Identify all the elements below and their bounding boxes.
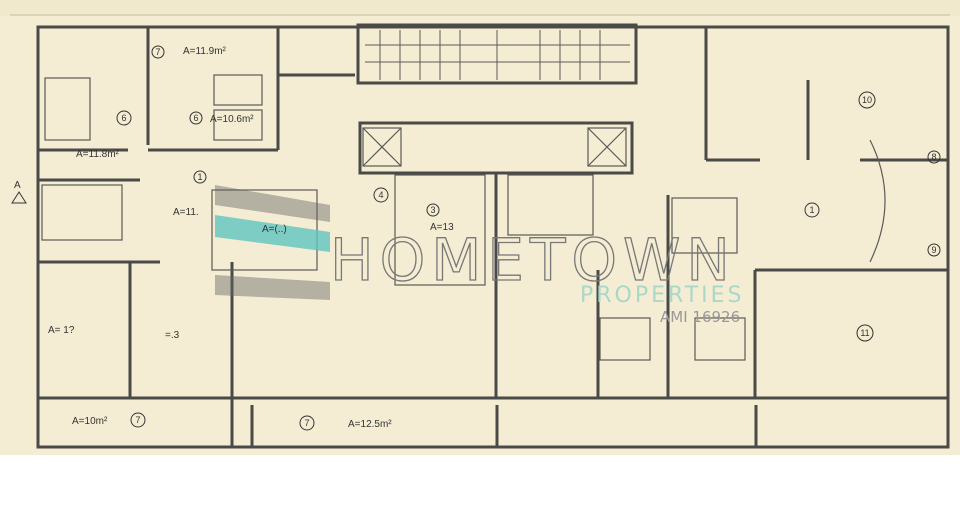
- watermark-license: AMI 16926: [660, 308, 740, 326]
- svg-text:8: 8: [931, 152, 936, 162]
- walls: [36, 23, 950, 449]
- svg-text:1: 1: [197, 172, 202, 182]
- svg-text:A=11.: A=11.: [173, 207, 199, 218]
- bath-area-label: A=(..): [262, 224, 287, 235]
- svg-text:11: 11: [860, 328, 869, 338]
- svg-text:4: 4: [378, 190, 383, 200]
- staircase: [365, 30, 630, 80]
- svg-text:A=11.9m²: A=11.9m²: [183, 46, 227, 57]
- svg-text:=.3: =.3: [165, 330, 180, 341]
- watermark-logo-icon: [215, 215, 330, 252]
- section-marker-label: A: [14, 180, 21, 191]
- svg-text:A=11.8m²: A=11.8m²: [76, 149, 120, 160]
- svg-text:7: 7: [155, 47, 160, 57]
- watermark-tagline: PROPERTIES: [580, 283, 745, 308]
- svg-text:A=13: A=13: [430, 222, 454, 233]
- svg-text:9: 9: [931, 245, 936, 255]
- svg-text:A=10m²: A=10m²: [72, 416, 108, 427]
- svg-text:6: 6: [193, 113, 198, 123]
- svg-text:A=12.5m²: A=12.5m²: [348, 419, 392, 430]
- svg-text:3: 3: [430, 205, 435, 215]
- paper-background: [0, 0, 960, 455]
- room-labels: 6 A=11.8m² 7 A=11.9m² 6 A=10.6m² 1 A=11.…: [48, 45, 941, 431]
- svg-text:1: 1: [809, 205, 814, 215]
- section-arrow-icon: [11, 191, 27, 204]
- svg-text:7: 7: [304, 418, 309, 428]
- svg-text:A= 1?: A= 1?: [48, 325, 75, 336]
- svg-text:A=10.6m²: A=10.6m²: [210, 114, 254, 125]
- svg-text:10: 10: [862, 95, 872, 105]
- watermark-brand: HOMETOWN: [330, 226, 736, 294]
- svg-text:7: 7: [135, 415, 140, 425]
- watermark: HOMETOWN PROPERTIES AMI 16926: [215, 185, 745, 326]
- svg-text:6: 6: [121, 113, 126, 123]
